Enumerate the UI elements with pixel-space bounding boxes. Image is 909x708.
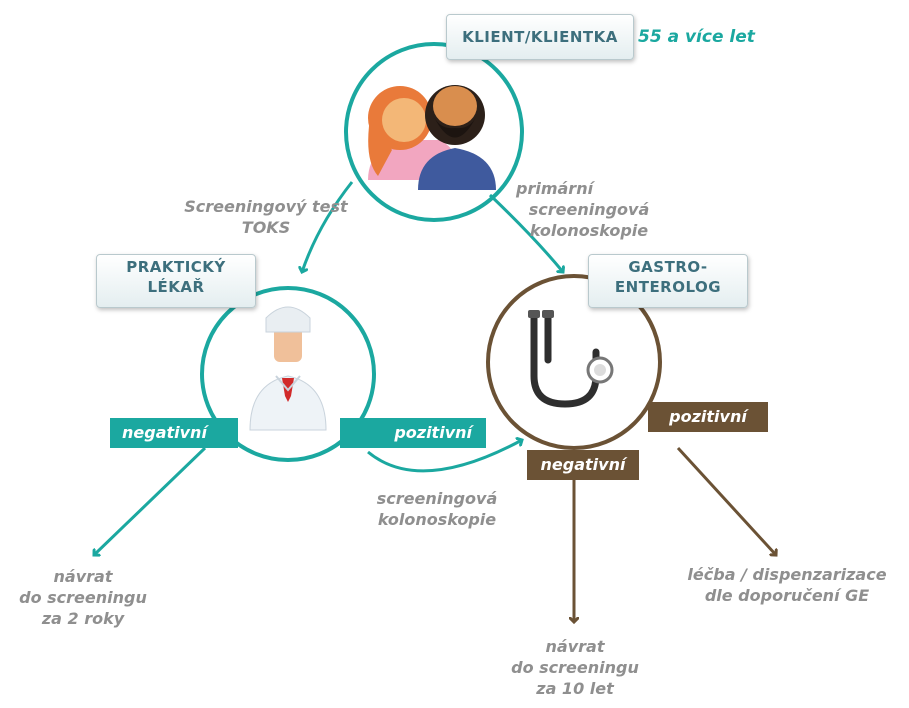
ge-negative-tag: negativní (527, 450, 639, 480)
arrow-gp-to-ge (367, 440, 522, 473)
ge-negative-outcome: návrat do screeningu za 10 let (500, 636, 650, 699)
ge-callout-line2: ENTEROLOG (614, 278, 722, 296)
ge-negative-outcome-line3: za 10 let (536, 679, 614, 698)
ge-negative-outcome-line1: návrat (545, 637, 605, 656)
doctor-icon (249, 306, 327, 431)
client-to-ge-line3: kolonoskopie (529, 221, 649, 240)
ge-callout-line1: GASTRO- (628, 258, 708, 276)
ge-positive-outcome: léčba / dispenzarizace dle doporučení GE (668, 564, 906, 606)
arrow-gp-negative (94, 446, 207, 555)
client-to-ge-line1: primární (516, 179, 594, 198)
client-to-gp-line2: TOKS (241, 218, 291, 237)
gp-to-ge-line2: kolonoskopie (377, 510, 497, 529)
ge-negative-outcome-line2: do screeningu (511, 658, 639, 677)
client-age-label: 55 a více let (638, 27, 755, 47)
client-to-ge-line2: screeningová (528, 200, 650, 219)
client-callout-text: KLIENT/KLIENTKA (462, 28, 618, 46)
gp-to-ge-line1: screeningová (376, 489, 498, 508)
gp-negative-outcome-line2: do screeningu (19, 588, 147, 607)
gp-callout-line2: LÉKAŘ (147, 278, 205, 296)
arrow-ge-positive (676, 446, 776, 555)
gp-negative-outcome: návrat do screeningu za 2 roky (8, 566, 158, 629)
gp-circle (200, 286, 376, 462)
ge-positive-tag: pozitivní (648, 402, 768, 432)
stethoscope-icon (528, 310, 614, 408)
arrow-client-to-gp (302, 181, 354, 272)
ge-positive-outcome-line2: dle doporučení GE (704, 586, 870, 605)
gp-negative-outcome-line3: za 2 roky (41, 609, 125, 628)
client-to-gp-label: Screeningový test TOKS (176, 196, 356, 238)
client-to-ge-label: primární screeningová kolonoskopie (506, 178, 672, 241)
ge-callout: GASTRO- ENTEROLOG (588, 254, 748, 308)
gp-positive-tag: pozitivní (340, 418, 486, 448)
gp-to-ge-label: screeningová kolonoskopie (362, 488, 512, 530)
ge-positive-outcome-line1: léčba / dispenzarizace (687, 565, 887, 584)
gp-negative-outcome-line1: návrat (53, 567, 113, 586)
client-callout: KLIENT/KLIENTKA (446, 14, 634, 60)
arrow-client-to-ge (488, 193, 563, 272)
gp-callout: PRAKTICKÝ LÉKAŘ (96, 254, 256, 308)
client-to-gp-line1: Screeningový test (184, 197, 348, 216)
client-people-icon (368, 85, 496, 190)
gp-negative-tag: negativní (110, 418, 238, 448)
gp-callout-line1: PRAKTICKÝ (126, 258, 226, 276)
